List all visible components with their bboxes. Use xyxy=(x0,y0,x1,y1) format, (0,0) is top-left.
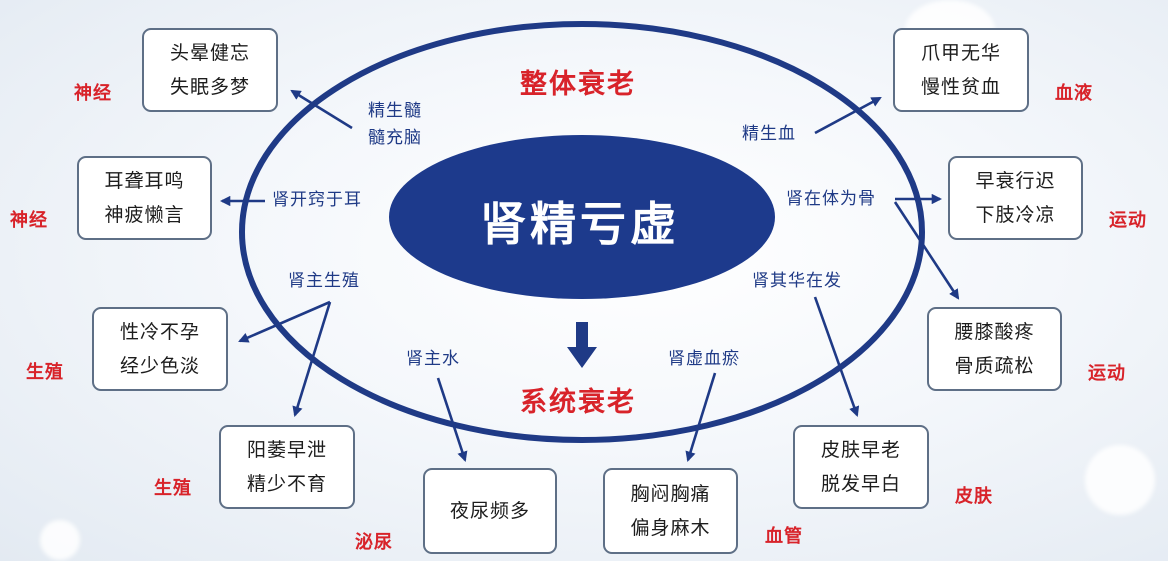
category-label: 皮肤 xyxy=(955,486,993,507)
mechanism-label: 肾主生殖 xyxy=(288,271,360,291)
category-label: 生殖 xyxy=(154,478,192,499)
arrow-to-chest xyxy=(685,372,717,462)
down-arrow xyxy=(567,322,597,368)
category-label: 神经 xyxy=(10,210,48,231)
mechanism-label: 肾开窍于耳 xyxy=(272,190,362,210)
category-label: 运动 xyxy=(1088,363,1126,384)
symptom-box: 夜尿频多 xyxy=(423,468,557,554)
category-label: 血管 xyxy=(765,526,803,547)
arrow-to-urine xyxy=(436,377,468,462)
mechanism-label: 肾其华在发 xyxy=(752,271,842,291)
symptom-box: 爪甲无华 慢性贫血 xyxy=(893,28,1029,112)
mechanism-label: 精生髓 髓充脑 xyxy=(368,101,422,148)
symptom-box: 胸闷胸痛 偏身麻木 xyxy=(603,468,738,554)
symptom-box: 早衰行迟 下肢冷凉 xyxy=(948,156,1083,240)
arrow-to-head xyxy=(290,89,353,130)
mechanism-label: 肾在体为骨 xyxy=(786,189,876,209)
category-label: 血液 xyxy=(1055,83,1093,104)
arrow-to-knee xyxy=(893,201,960,300)
top-heading: 整体衰老 xyxy=(520,69,636,100)
outer-ring xyxy=(239,21,925,443)
category-label: 运动 xyxy=(1109,210,1147,231)
symptom-box: 皮肤早老 脱发早白 xyxy=(793,425,929,509)
arrow-to-nail xyxy=(814,96,882,135)
center-title: 肾精亏虚 xyxy=(480,197,680,251)
background-bubble xyxy=(40,520,80,560)
category-label: 生殖 xyxy=(26,362,64,383)
arrow-to-impotence xyxy=(292,301,332,417)
category-label: 泌尿 xyxy=(355,532,393,553)
category-label: 神经 xyxy=(74,83,112,104)
center-ellipse xyxy=(389,135,775,299)
symptom-box: 腰膝酸疼 骨质疏松 xyxy=(927,307,1062,391)
arrow-to-skin xyxy=(813,296,860,417)
mechanism-label: 肾虚血瘀 xyxy=(668,349,740,369)
background-bubble xyxy=(1085,445,1155,515)
symptom-box: 性冷不孕 经少色淡 xyxy=(92,307,228,391)
arrow-to-infertile xyxy=(238,300,331,343)
symptom-box: 阳萎早泄 精少不育 xyxy=(219,425,355,509)
symptom-box: 耳聋耳鸣 神疲懒言 xyxy=(77,156,212,240)
bottom-heading: 系统衰老 xyxy=(520,387,636,418)
mechanism-label: 精生血 xyxy=(742,124,796,144)
symptom-box: 头晕健忘 失眠多梦 xyxy=(142,28,278,112)
mechanism-label: 肾主水 xyxy=(406,349,460,369)
